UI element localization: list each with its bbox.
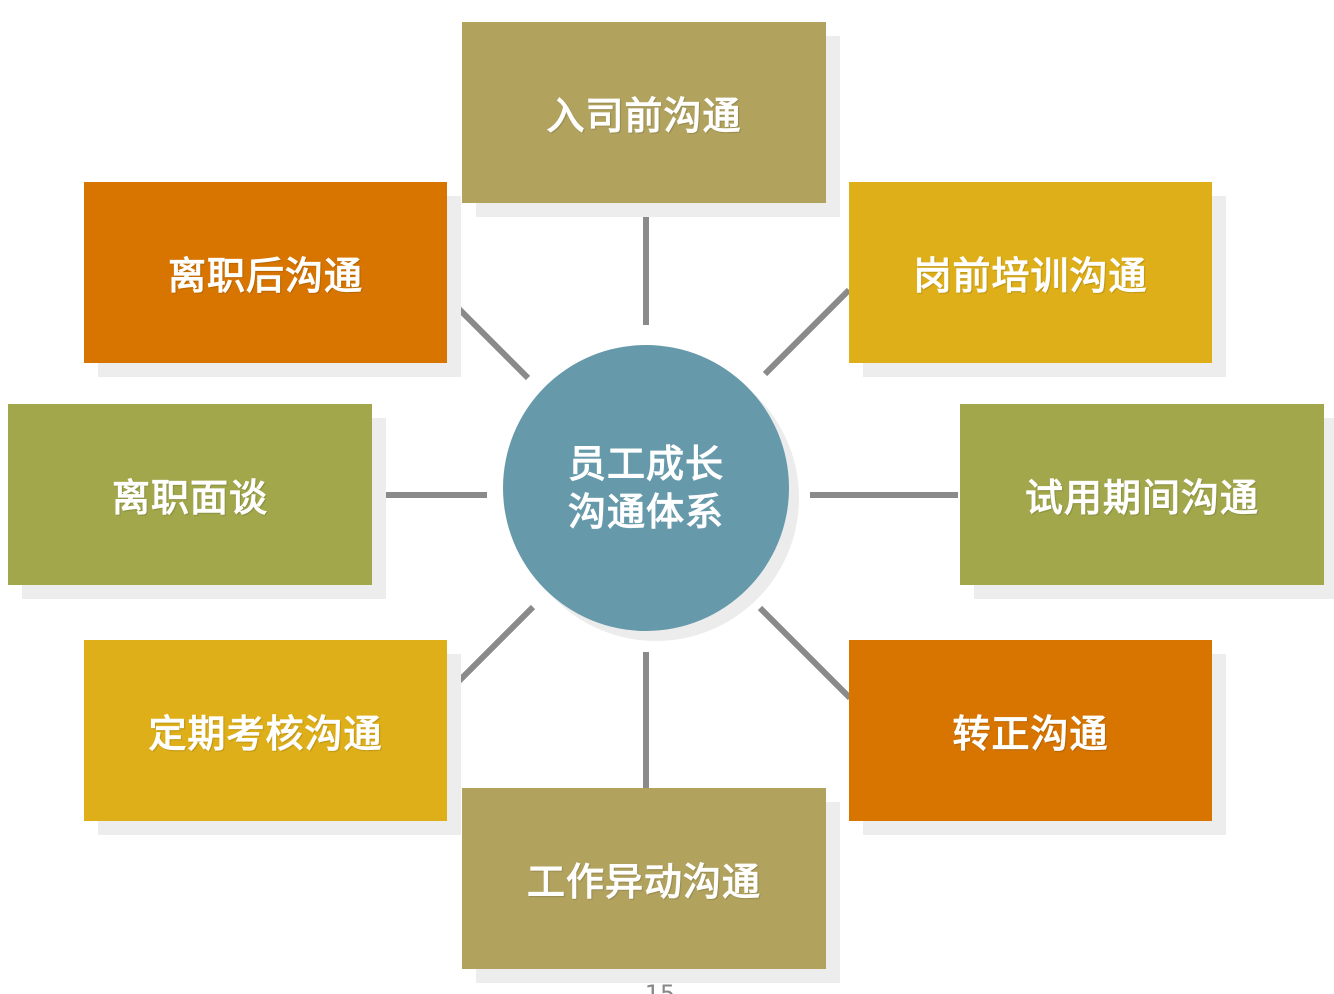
node-job-change-label: 工作异动沟通 bbox=[526, 860, 761, 904]
node-probation: 试用期间沟通 bbox=[960, 404, 1324, 585]
center-hub-line2: 沟通体系 bbox=[567, 490, 724, 534]
node-probation-label: 试用期间沟通 bbox=[1024, 476, 1259, 520]
node-post-exit-label: 离职后沟通 bbox=[167, 254, 363, 298]
node-regularization-label: 转正沟通 bbox=[952, 712, 1109, 756]
connector-bottom-right bbox=[757, 605, 853, 701]
node-periodic-review: 定期考核沟通 bbox=[84, 640, 447, 821]
node-pre-job-training: 岗前培训沟通 bbox=[849, 182, 1212, 363]
node-post-exit: 离职后沟通 bbox=[84, 182, 447, 363]
node-pre-hire-label: 入司前沟通 bbox=[546, 94, 742, 138]
node-regularization: 转正沟通 bbox=[849, 640, 1212, 821]
connector-bottom-left bbox=[447, 604, 536, 693]
connector-top-right bbox=[762, 287, 852, 377]
node-job-change: 工作异动沟通 bbox=[462, 788, 826, 969]
node-pre-job-training-label: 岗前培训沟通 bbox=[913, 254, 1148, 298]
node-periodic-review-label: 定期考核沟通 bbox=[148, 712, 383, 756]
node-pre-hire: 入司前沟通 bbox=[462, 22, 826, 203]
page-number: 15 bbox=[644, 980, 676, 994]
connector-top-left bbox=[449, 299, 531, 381]
node-exit-interview: 离职面谈 bbox=[8, 404, 372, 585]
center-hub: 员工成长 沟通体系 bbox=[503, 345, 789, 631]
center-hub-line1: 员工成长 bbox=[567, 442, 724, 486]
node-exit-interview-label: 离职面谈 bbox=[111, 476, 268, 520]
